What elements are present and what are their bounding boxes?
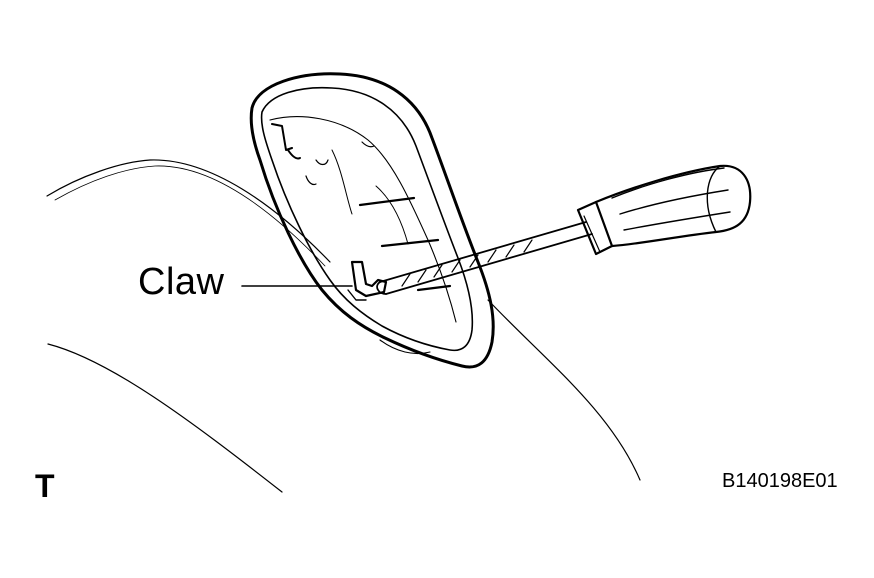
seat-outline: [46, 159, 641, 493]
interior-ribs: [331, 149, 452, 292]
cover-housing: [249, 72, 495, 369]
screwdriver-shaft: [376, 221, 593, 295]
screwdriver-handle: [576, 164, 752, 256]
corner-mark: T: [35, 468, 55, 504]
clip-details: [271, 123, 375, 186]
figure-id: B140198E01: [722, 470, 838, 492]
claw-label: Claw: [138, 261, 225, 303]
